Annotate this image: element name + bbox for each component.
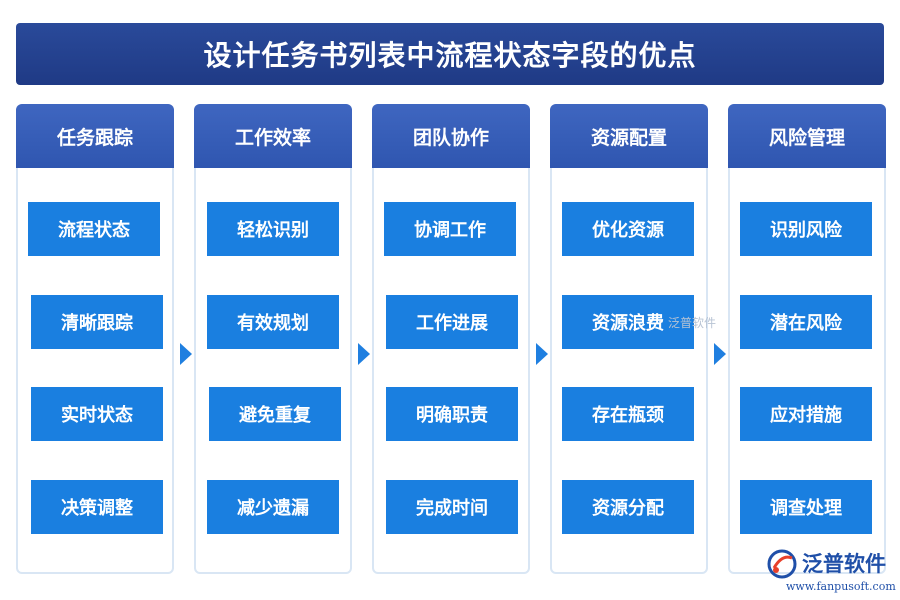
item-box: 调查处理 — [740, 480, 872, 534]
column-work-efficiency: 工作效率 轻松识别 有效规划 避免重复 减少遗漏 — [194, 104, 352, 574]
item-box: 清晰跟踪 — [31, 295, 163, 349]
item-box: 轻松识别 — [207, 202, 339, 256]
item-box: 识别风险 — [740, 202, 872, 256]
arrow-right-icon — [714, 343, 726, 365]
logo-icon — [767, 549, 797, 579]
column-header: 风险管理 — [728, 104, 886, 168]
item-box: 潜在风险 — [740, 295, 872, 349]
item-box: 有效规划 — [207, 295, 339, 349]
brand-name: 泛普软件 — [802, 551, 886, 576]
item-box: 实时状态 — [31, 387, 163, 441]
item-box: 工作进展 — [386, 295, 518, 349]
column-header: 工作效率 — [194, 104, 352, 168]
item-box: 减少遗漏 — [207, 480, 339, 534]
column-header: 资源配置 — [550, 104, 708, 168]
item-box: 流程状态 — [28, 202, 160, 256]
brand-logo: 泛普软件 — [766, 548, 886, 580]
column-task-tracking: 任务跟踪 流程状态 清晰跟踪 实时状态 决策调整 — [16, 104, 174, 574]
item-box: 优化资源 — [562, 202, 694, 256]
page-title: 设计任务书列表中流程状态字段的优点 — [16, 23, 884, 85]
column-risk-management: 风险管理 识别风险 潜在风险 应对措施 调查处理 — [728, 104, 886, 574]
item-box: 完成时间 — [386, 480, 518, 534]
column-team-collaboration: 团队协作 协调工作 工作进展 明确职责 完成时间 — [372, 104, 530, 574]
arrow-right-icon — [536, 343, 548, 365]
brand-url: www.fanpusoft.com — [786, 580, 896, 593]
column-resource-allocation: 资源配置 优化资源 资源浪费 存在瓶颈 资源分配 — [550, 104, 708, 574]
item-box: 协调工作 — [384, 202, 516, 256]
item-box: 明确职责 — [386, 387, 518, 441]
item-box: 决策调整 — [31, 480, 163, 534]
column-header: 团队协作 — [372, 104, 530, 168]
item-box: 避免重复 — [209, 387, 341, 441]
item-box: 资源分配 — [562, 480, 694, 534]
column-header: 任务跟踪 — [16, 104, 174, 168]
arrow-right-icon — [358, 343, 370, 365]
watermark: 泛普软件 — [668, 316, 717, 330]
arrow-right-icon — [180, 343, 192, 365]
item-box: 存在瓶颈 — [562, 387, 694, 441]
item-box: 应对措施 — [740, 387, 872, 441]
item-box: 资源浪费 — [562, 295, 694, 349]
